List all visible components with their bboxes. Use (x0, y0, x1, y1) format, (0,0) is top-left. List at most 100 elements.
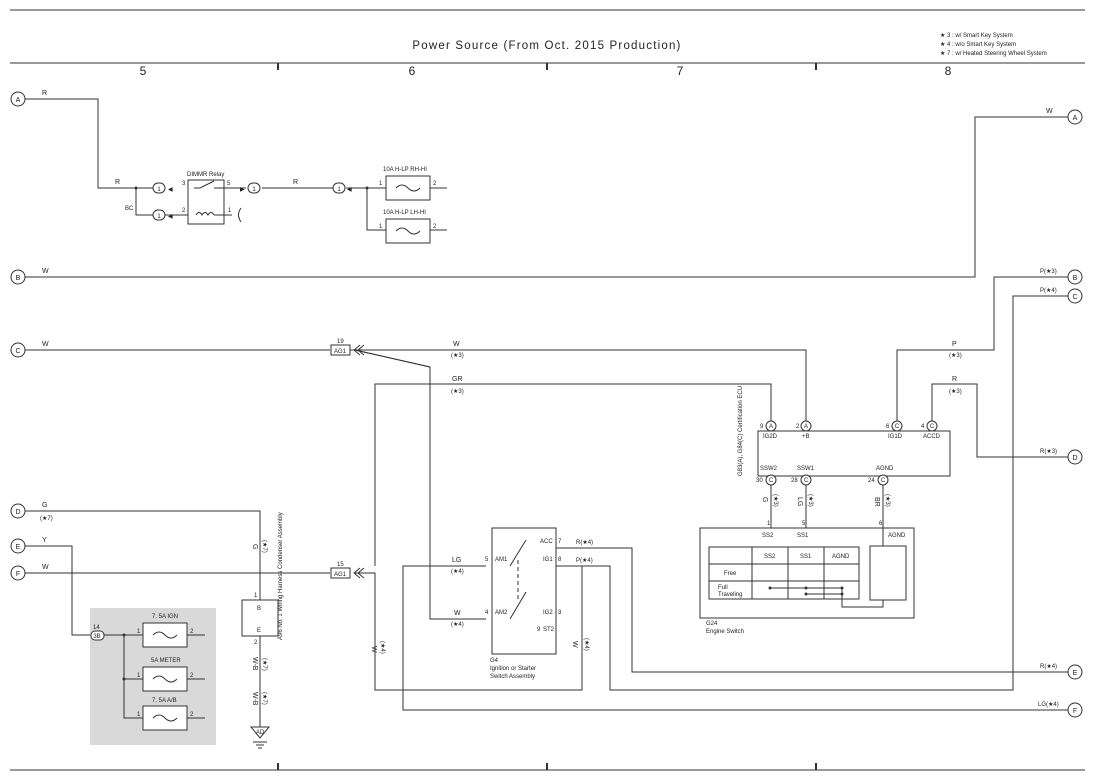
svg-text:IG1: IG1 (543, 557, 553, 563)
svg-text:Full: Full (718, 585, 728, 591)
wire-label: W (42, 341, 49, 348)
svg-text:AD: AD (256, 730, 265, 736)
connector-ag1-lower: 15 AG1 (330, 562, 365, 579)
edge-marker-d-right: D (1067, 449, 1083, 465)
svg-text:◀: ◀ (168, 187, 173, 193)
wire-label: LG(★4) (1038, 701, 1059, 708)
wire-labels: R W W G (★7) Y W R R BC W P(★3) P(★4) R(… (40, 90, 1059, 708)
wire-label: W (42, 268, 49, 275)
wire-label: G (42, 502, 47, 509)
svg-text:6: 6 (879, 521, 883, 527)
svg-text:AGND: AGND (888, 533, 906, 539)
svg-text:Switch Assembly: Switch Assembly (490, 674, 535, 680)
column-number-6: 6 (409, 64, 416, 78)
column-number-5: 5 (140, 64, 147, 78)
svg-text:▶: ▶ (240, 187, 245, 193)
edge-marker-d-left: D (10, 503, 26, 519)
note-line-2: ★ 4 : w/o Smart Key System (940, 41, 1016, 48)
svg-text:1: 1 (137, 629, 141, 635)
svg-text:E: E (257, 628, 261, 634)
svg-text:IG2D: IG2D (763, 434, 778, 440)
svg-text:SS1: SS1 (800, 554, 812, 560)
column-number-8: 8 (945, 64, 952, 78)
svg-text:C: C (881, 478, 886, 484)
wire-note: (★7) (40, 515, 53, 522)
svg-text:2: 2 (190, 629, 194, 635)
svg-text:C: C (1072, 294, 1077, 301)
fuse-ab: 7. 5A A/B 1 2 (137, 698, 194, 731)
svg-text:Ignition or Starter: Ignition or Starter (490, 666, 536, 672)
wire-note: (★3) (451, 352, 464, 359)
column-number-7: 7 (677, 64, 684, 78)
wire-label: LG (796, 497, 803, 506)
wire-note: (★7) (261, 540, 268, 553)
svg-text:4: 4 (921, 424, 925, 430)
svg-text:5: 5 (485, 557, 489, 563)
vertical-wire-labels: W (★4) W (★4) G (★7) W-B (★7) W-B (★7) G… (251, 494, 891, 706)
svg-text:Traveling: Traveling (718, 592, 742, 598)
svg-text:AGND: AGND (832, 554, 850, 560)
svg-text:C: C (15, 348, 20, 355)
wire-note: (★3) (884, 494, 891, 507)
svg-text:Free: Free (724, 571, 737, 577)
wire-label: P(★4) (576, 557, 593, 564)
svg-text:B: B (16, 275, 21, 282)
svg-text:SS1: SS1 (797, 533, 809, 539)
svg-text:6: 6 (886, 424, 890, 430)
wire-label: LG (452, 557, 461, 564)
connector-pin: 1◀ (332, 182, 352, 194)
wire-label: BC (125, 206, 134, 212)
wire-note: (★3) (949, 352, 962, 359)
wire-note: (★3) (451, 388, 464, 395)
svg-text:◀: ◀ (347, 187, 352, 193)
svg-text:3B: 3B (93, 634, 100, 640)
fuse-label: 10A H-LP LH-HI (383, 210, 426, 216)
engine-switch-name: Engine Switch (706, 629, 744, 635)
fuse-meter: 5A METER 1 2 (137, 658, 194, 692)
condenser-name: A96 No. 1 Wiring Harness Condenser Assem… (278, 512, 284, 640)
wire-label: W-B (251, 692, 258, 706)
wire-label: W-B (251, 657, 258, 671)
ecu-name: G83(A), G84(C) Certification ECU (738, 386, 744, 476)
svg-text:AM1: AM1 (495, 557, 508, 563)
svg-text:B: B (257, 606, 261, 612)
engine-switch-code: G24 (706, 621, 718, 627)
svg-text:F: F (16, 571, 20, 578)
wire-label: GR (452, 376, 463, 383)
svg-text:1: 1 (157, 187, 161, 193)
svg-text:1: 1 (157, 214, 161, 220)
left-edge-markers: A B C D E F (10, 91, 26, 581)
svg-text:C: C (895, 424, 900, 430)
svg-text:2: 2 (254, 640, 258, 646)
ignition-switch: ACC IG1 IG2 ST2 AM1 AM2 5 4 7 8 3 9 G4 I… (485, 527, 562, 680)
fuse-block: 14 3B 7. 5A IGN 1 2 5A METER 1 2 7. 5A A… (72, 608, 216, 745)
note-line-3: ★ 7 : w/ Heated Steering Wheel System (940, 50, 1047, 57)
connector-pin: 1◀ (152, 182, 173, 194)
wire-note: (★4) (451, 621, 464, 628)
wire-label: W (42, 564, 49, 571)
svg-text:E: E (1073, 670, 1078, 677)
svg-text:1: 1 (379, 181, 383, 187)
relay-name: DIMMR Relay (187, 172, 224, 178)
svg-text:A: A (16, 97, 21, 104)
wire-note: (★4) (451, 568, 464, 575)
svg-text:9: 9 (760, 424, 764, 430)
wire-note: (★7) (261, 658, 268, 671)
certification-ecu: G83(A), G84(C) Certification ECU IG2D +B… (738, 386, 951, 486)
harness-condenser: B E 1 2 A96 No. 1 Wiring Harness Condens… (241, 512, 284, 646)
svg-text:5: 5 (802, 521, 806, 527)
svg-text:C: C (930, 424, 935, 430)
right-edge-markers: A B C D E F (1067, 109, 1083, 718)
wire-label: R(★3) (1040, 448, 1057, 455)
svg-text:+B: +B (802, 434, 810, 440)
svg-text:2: 2 (796, 424, 800, 430)
svg-text:19: 19 (337, 339, 344, 345)
fuse-ign: 7. 5A IGN 1 2 (137, 614, 194, 648)
svg-text:1: 1 (137, 673, 141, 679)
engine-switch: 1 5 6 SS2 SS1 AGND SS2 SS1 AGND Free Ful… (699, 521, 915, 635)
page-title: Power Source (From Oct. 2015 Production) (412, 40, 681, 52)
